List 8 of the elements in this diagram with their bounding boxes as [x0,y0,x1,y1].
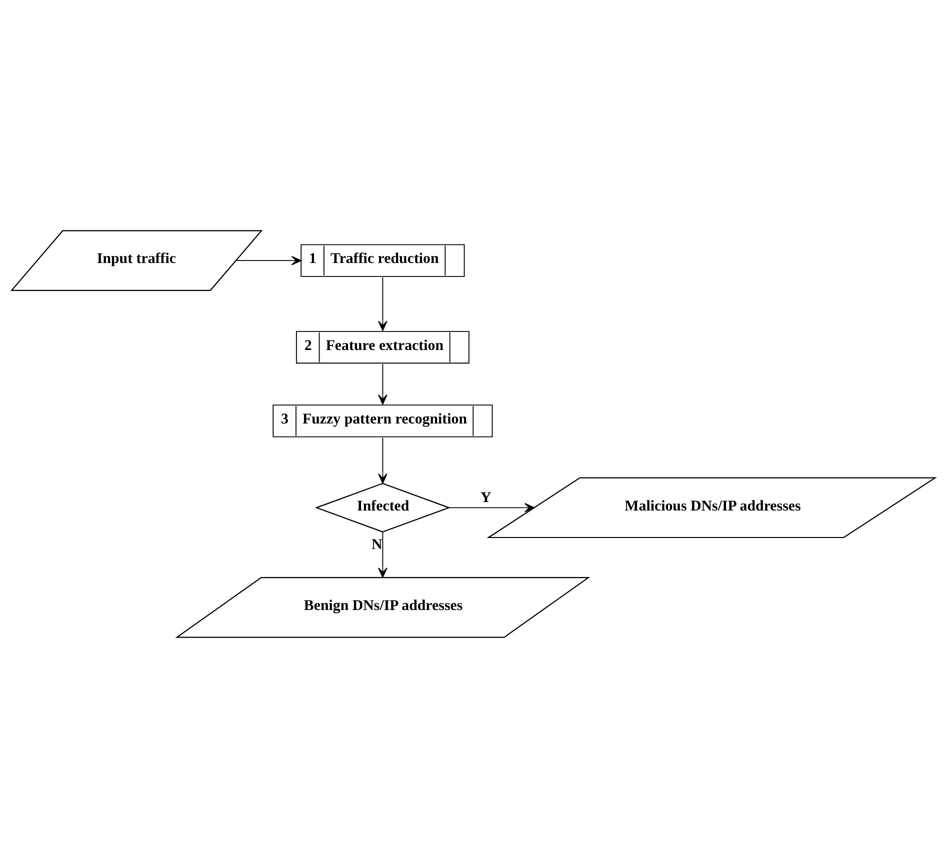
arrow [378,277,388,331]
arrow [448,503,535,512]
arrow [378,532,388,578]
arrow [378,437,388,484]
node-diamond: Infected [314,482,451,532]
arrow [378,364,388,405]
edge-label: N [372,536,382,553]
arrow [236,256,302,266]
